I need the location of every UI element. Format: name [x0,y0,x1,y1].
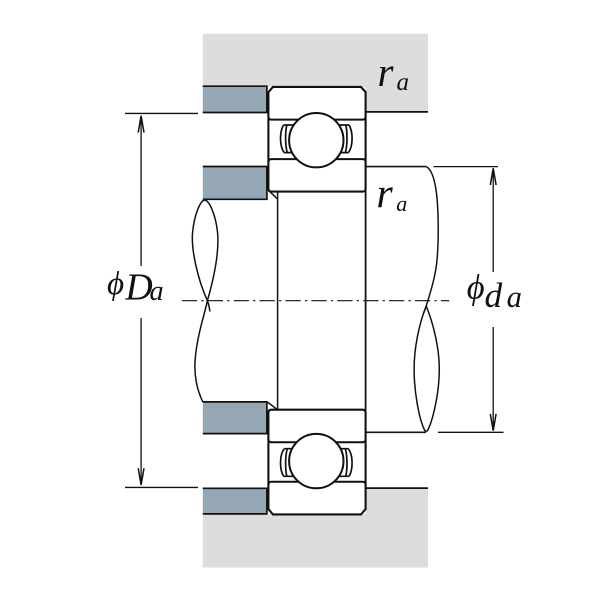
svg-text:a: a [397,69,410,96]
svg-text:a: a [150,276,164,307]
svg-text:ϕ: ϕ [107,266,124,302]
svg-text:a: a [507,280,522,314]
svg-text:ϕ: ϕ [467,269,485,307]
svg-text:a: a [396,191,407,216]
svg-text:d: d [485,275,503,315]
svg-text:r: r [378,49,395,95]
svg-text:D: D [124,267,152,309]
svg-text:r: r [376,172,393,218]
